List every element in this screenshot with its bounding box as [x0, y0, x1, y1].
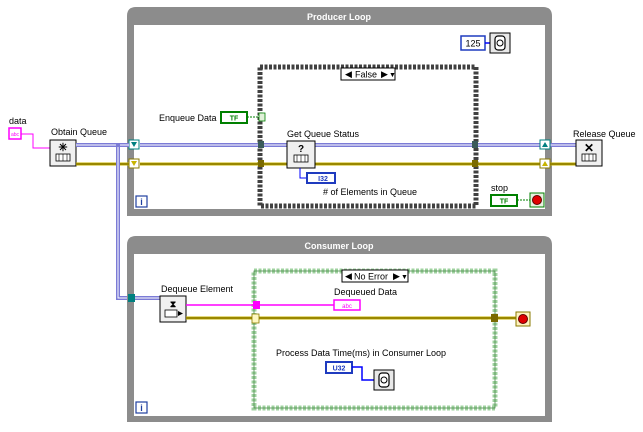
case-queue-tunnel-out	[472, 141, 478, 148]
case-decrement-arrow[interactable]: ◀	[345, 69, 352, 79]
consumer-queue-tunnel	[128, 294, 135, 302]
stop-label: stop	[491, 183, 508, 193]
producer-case-selector-label: False	[355, 70, 377, 80]
producer-queue-tunnel-left	[128, 139, 140, 150]
obtain-queue-icon: ✳	[58, 142, 67, 154]
producer-case-structure[interactable]: ◀ False ▶ ▼	[257, 64, 479, 209]
obtain-queue-node[interactable]: ✳	[49, 139, 77, 167]
consumer-case-selector-tunnel	[251, 313, 260, 324]
release-queue-label: Release Queue	[573, 129, 636, 139]
dequeued-data-label: Dequeued Data	[334, 287, 397, 297]
svg-text:abc: abc	[11, 132, 20, 138]
case-error-tunnel-out	[472, 160, 478, 167]
data-string-constant[interactable]: abc	[8, 127, 22, 140]
svg-text:i: i	[140, 403, 143, 413]
producer-stop-terminal-icon[interactable]	[529, 192, 545, 208]
producer-loop-title: Producer Loop	[307, 12, 372, 22]
stop-constant[interactable]: TF	[490, 194, 518, 207]
queue-wire-junction	[116, 143, 120, 147]
svg-text:I32: I32	[318, 176, 328, 183]
dequeued-data-indicator: abc	[333, 299, 361, 311]
elements-in-queue-indicator: I32	[306, 172, 336, 184]
svg-text:abc: abc	[342, 304, 352, 310]
obtain-queue-label: Obtain Queue	[51, 127, 107, 137]
producer-while-loop[interactable]: Producer Loop	[127, 7, 552, 216]
consumer-iteration-terminal: i	[135, 401, 148, 414]
case-queue-tunnel-in	[258, 141, 264, 148]
svg-text:i: i	[140, 197, 143, 207]
svg-text:125: 125	[465, 39, 480, 49]
wait-ms-icon[interactable]	[489, 32, 511, 54]
producer-queue-tunnel-right	[539, 139, 551, 150]
svg-text:TF: TF	[230, 116, 239, 123]
dequeue-icon: ⧗	[170, 299, 176, 309]
process-time-label: Process Data Time(ms) in Consumer Loop	[276, 348, 446, 358]
data-label: data	[9, 116, 27, 126]
get-queue-status-node[interactable]: ?	[286, 140, 316, 169]
producer-error-tunnel-right	[539, 158, 551, 169]
case-error-tunnel-in	[258, 160, 264, 167]
consumer-case-structure[interactable]: ◀ No Error ▶ ▼	[251, 268, 498, 411]
dequeued-data-tunnel	[253, 301, 260, 309]
consumer-while-loop[interactable]: Consumer Loop	[127, 236, 552, 422]
process-time-constant[interactable]: U32	[325, 361, 353, 374]
consumer-case-decrement-arrow[interactable]: ◀	[345, 271, 352, 281]
producer-error-tunnel-left	[128, 158, 140, 169]
svg-text:U32: U32	[333, 366, 346, 373]
consumer-stop-terminal-icon[interactable]	[515, 311, 531, 327]
consumer-case-increment-arrow[interactable]: ▶	[393, 271, 400, 281]
get-queue-status-label: Get Queue Status	[287, 129, 360, 139]
svg-text:TF: TF	[500, 199, 509, 206]
release-queue-node[interactable]: ✕	[575, 139, 603, 167]
enqueue-data-label: Enqueue Data	[159, 113, 217, 123]
enqueue-data-constant[interactable]: TF	[220, 111, 248, 124]
dequeue-element-node[interactable]: ⧗	[159, 295, 187, 323]
dequeue-element-label: Dequeue Element	[161, 284, 234, 294]
elements-in-queue-label: # of Elements in Queue	[323, 187, 417, 197]
consumer-loop-title: Consumer Loop	[305, 241, 375, 251]
consumer-error-out-tunnel	[491, 314, 498, 322]
producer-wait-constant[interactable]: 125	[460, 35, 486, 51]
consumer-case-selector-label: No Error	[354, 272, 388, 282]
consumer-wait-ms-icon[interactable]	[373, 369, 395, 391]
case-menu-chevron-icon[interactable]: ▼	[389, 72, 396, 79]
producer-iteration-terminal: i	[135, 195, 148, 208]
release-queue-icon: ✕	[584, 141, 594, 155]
queue-status-icon: ?	[298, 144, 304, 155]
case-increment-arrow[interactable]: ▶	[381, 69, 388, 79]
enqueue-tunnel	[258, 112, 266, 122]
consumer-case-menu-chevron-icon[interactable]: ▼	[401, 274, 408, 281]
